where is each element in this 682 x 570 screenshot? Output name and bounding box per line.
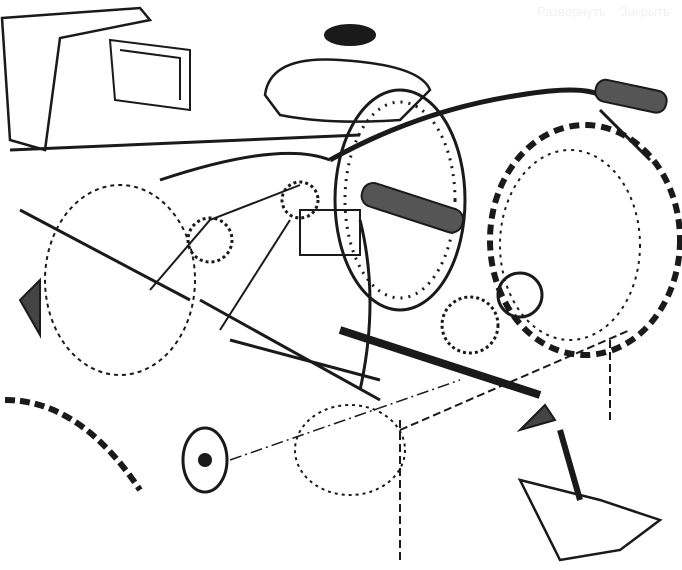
tool-bar xyxy=(399,329,631,560)
flywheel-guard xyxy=(333,88,467,312)
spiked-wheel xyxy=(44,184,196,376)
chain-drive xyxy=(149,180,544,355)
close-button[interactable]: Закрыть xyxy=(619,4,670,19)
left-arrow-icon xyxy=(18,277,41,339)
seed-hopper xyxy=(0,6,191,152)
fuel-tank xyxy=(263,58,432,123)
frame xyxy=(9,133,542,402)
tank-cap xyxy=(324,24,376,46)
overlay-controls: Развернуть Закрыть xyxy=(537,4,670,19)
drive-wheel xyxy=(487,122,682,358)
ploughshare xyxy=(517,429,663,562)
expand-button[interactable]: Развернуть xyxy=(537,4,606,19)
left-wheel-fragment xyxy=(4,397,143,492)
wheel-hub xyxy=(181,426,229,494)
handlebar xyxy=(328,78,668,234)
up-arrow-icon xyxy=(516,403,557,433)
